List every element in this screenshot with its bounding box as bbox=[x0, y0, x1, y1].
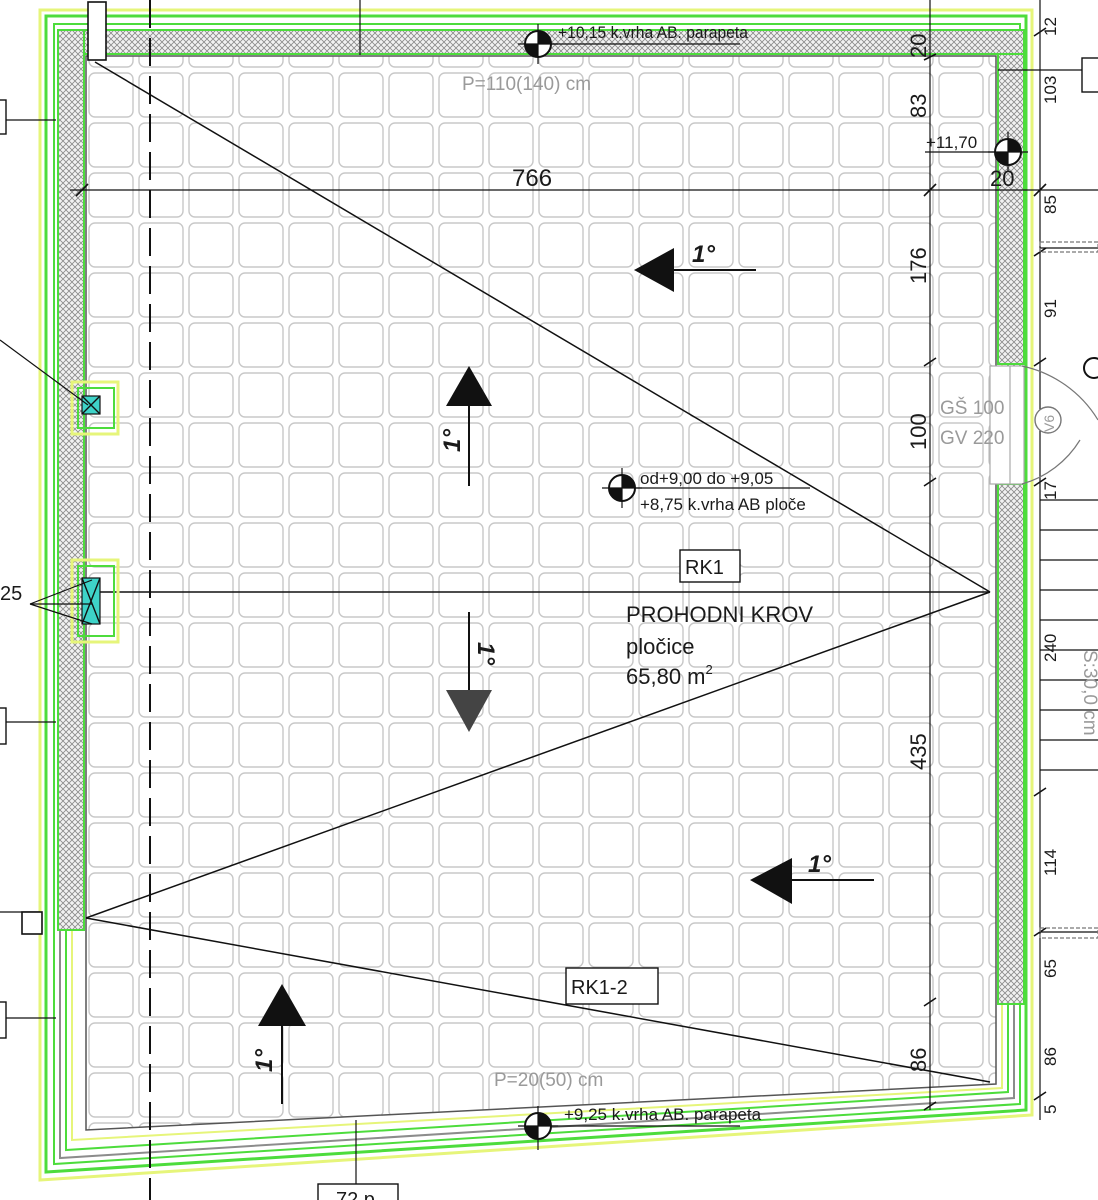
tiled-roof-area bbox=[86, 56, 996, 1130]
bottom-tag-box bbox=[317, 1183, 399, 1200]
dimension-width: 766 bbox=[512, 165, 552, 192]
pipe-top bbox=[87, 1, 107, 61]
dim-far-91: 91 bbox=[1041, 299, 1060, 318]
roof-area-label: 65,80 m2 bbox=[626, 662, 713, 689]
dim-far-85: 85 bbox=[1041, 195, 1060, 214]
level-marker-bottom bbox=[518, 1106, 740, 1150]
door-gs-label: GŠ 100 bbox=[940, 397, 1004, 419]
dim-far-114: 114 bbox=[1041, 849, 1060, 876]
level-marker-center bbox=[602, 468, 810, 508]
dim-far-103: 103 bbox=[1041, 76, 1060, 104]
ridge-lines bbox=[85, 61, 991, 1083]
door-gv-label: GV 220 bbox=[940, 428, 1004, 449]
roof-edge bbox=[85, 55, 997, 1131]
rk1-label-box bbox=[679, 549, 741, 583]
railing-top bbox=[1039, 241, 1098, 253]
dim-right-100: 100 bbox=[906, 413, 931, 450]
dim-right-83: 83 bbox=[906, 94, 931, 118]
door-tag-circle bbox=[1034, 406, 1062, 434]
roof-finish-label: pločice bbox=[626, 634, 694, 659]
left-box-2 bbox=[0, 707, 7, 745]
stair-treads bbox=[1040, 499, 1098, 771]
slope-arrow-up-bottom bbox=[258, 984, 306, 1104]
dim-far-86: 86 bbox=[1041, 1047, 1060, 1066]
drain-outlet-upper bbox=[70, 380, 120, 436]
bottom-tag-text: 72 p bbox=[336, 1189, 375, 1200]
dim-right-20-top: 20 bbox=[906, 34, 931, 58]
parapet-note-bottom: P=20(50) cm bbox=[494, 1070, 603, 1091]
slope-arrow-right-lower bbox=[750, 858, 874, 904]
parapet-note-top: P=110(140) cm bbox=[462, 74, 591, 95]
door-tag-label: V6 bbox=[1041, 415, 1057, 432]
level-marker-top bbox=[518, 24, 740, 64]
dim-far-65: 65 bbox=[1041, 959, 1060, 978]
railing-bottom bbox=[1039, 927, 1098, 939]
rk1-2-label: RK1-2 bbox=[571, 977, 628, 999]
roof-area-exponent: 2 bbox=[706, 662, 713, 677]
dim-right-20-mid: 20 bbox=[990, 166, 1014, 191]
left-dimension-partial: 25 bbox=[0, 583, 22, 605]
elevation-center-line1: od+9,00 do +9,05 bbox=[640, 469, 773, 488]
dim-far-17: 17 bbox=[1041, 481, 1060, 500]
slope-label-1: 1° bbox=[692, 241, 715, 268]
dim-far-240: 240 bbox=[1041, 634, 1060, 662]
elevation-bottom-parapet: +9,25 k.vrha AB. parapeta bbox=[564, 1105, 762, 1124]
left-box-1 bbox=[0, 99, 7, 135]
stair-note: S:30,0 cm bbox=[1079, 650, 1098, 736]
roof-type-label: PROHODNI KROV bbox=[626, 602, 813, 627]
slope-arrow-top-left bbox=[634, 248, 756, 292]
left-box-3 bbox=[0, 1001, 7, 1039]
dim-far-12: 12 bbox=[1041, 17, 1060, 36]
slope-label-2: 1° bbox=[439, 429, 466, 452]
level-marker-right bbox=[925, 132, 1028, 172]
drain-box-top-right bbox=[1081, 57, 1098, 93]
door-marker-circle bbox=[1083, 357, 1098, 379]
rk1-label: RK1 bbox=[685, 557, 724, 579]
leader-lines-left bbox=[0, 339, 93, 625]
slope-arrow-up-center bbox=[446, 366, 492, 486]
roof-area-value: 65,80 m bbox=[626, 664, 706, 689]
slope-label-3: 1° bbox=[472, 642, 499, 665]
dim-right-86: 86 bbox=[906, 1048, 931, 1072]
dim-right-176: 176 bbox=[906, 247, 931, 284]
slope-label-4: 1° bbox=[808, 851, 831, 878]
elevation-right-top: +11,70 bbox=[926, 133, 977, 152]
dim-right-435: 435 bbox=[906, 733, 931, 770]
slope-label-5: 1° bbox=[251, 1049, 278, 1072]
elevation-center-line2: +8,75 k.vrha AB ploče bbox=[640, 495, 806, 514]
door-opening bbox=[989, 365, 1098, 485]
pipe-bottom-left bbox=[21, 911, 43, 935]
dim-far-5: 5 bbox=[1041, 1105, 1060, 1114]
rk1-2-label-box bbox=[565, 967, 659, 1005]
drain-outlet-lower bbox=[70, 558, 120, 644]
elevation-top-parapet: +10,15 k.vrha AB. parapeta bbox=[558, 23, 749, 42]
slope-arrow-down-center bbox=[446, 612, 492, 732]
